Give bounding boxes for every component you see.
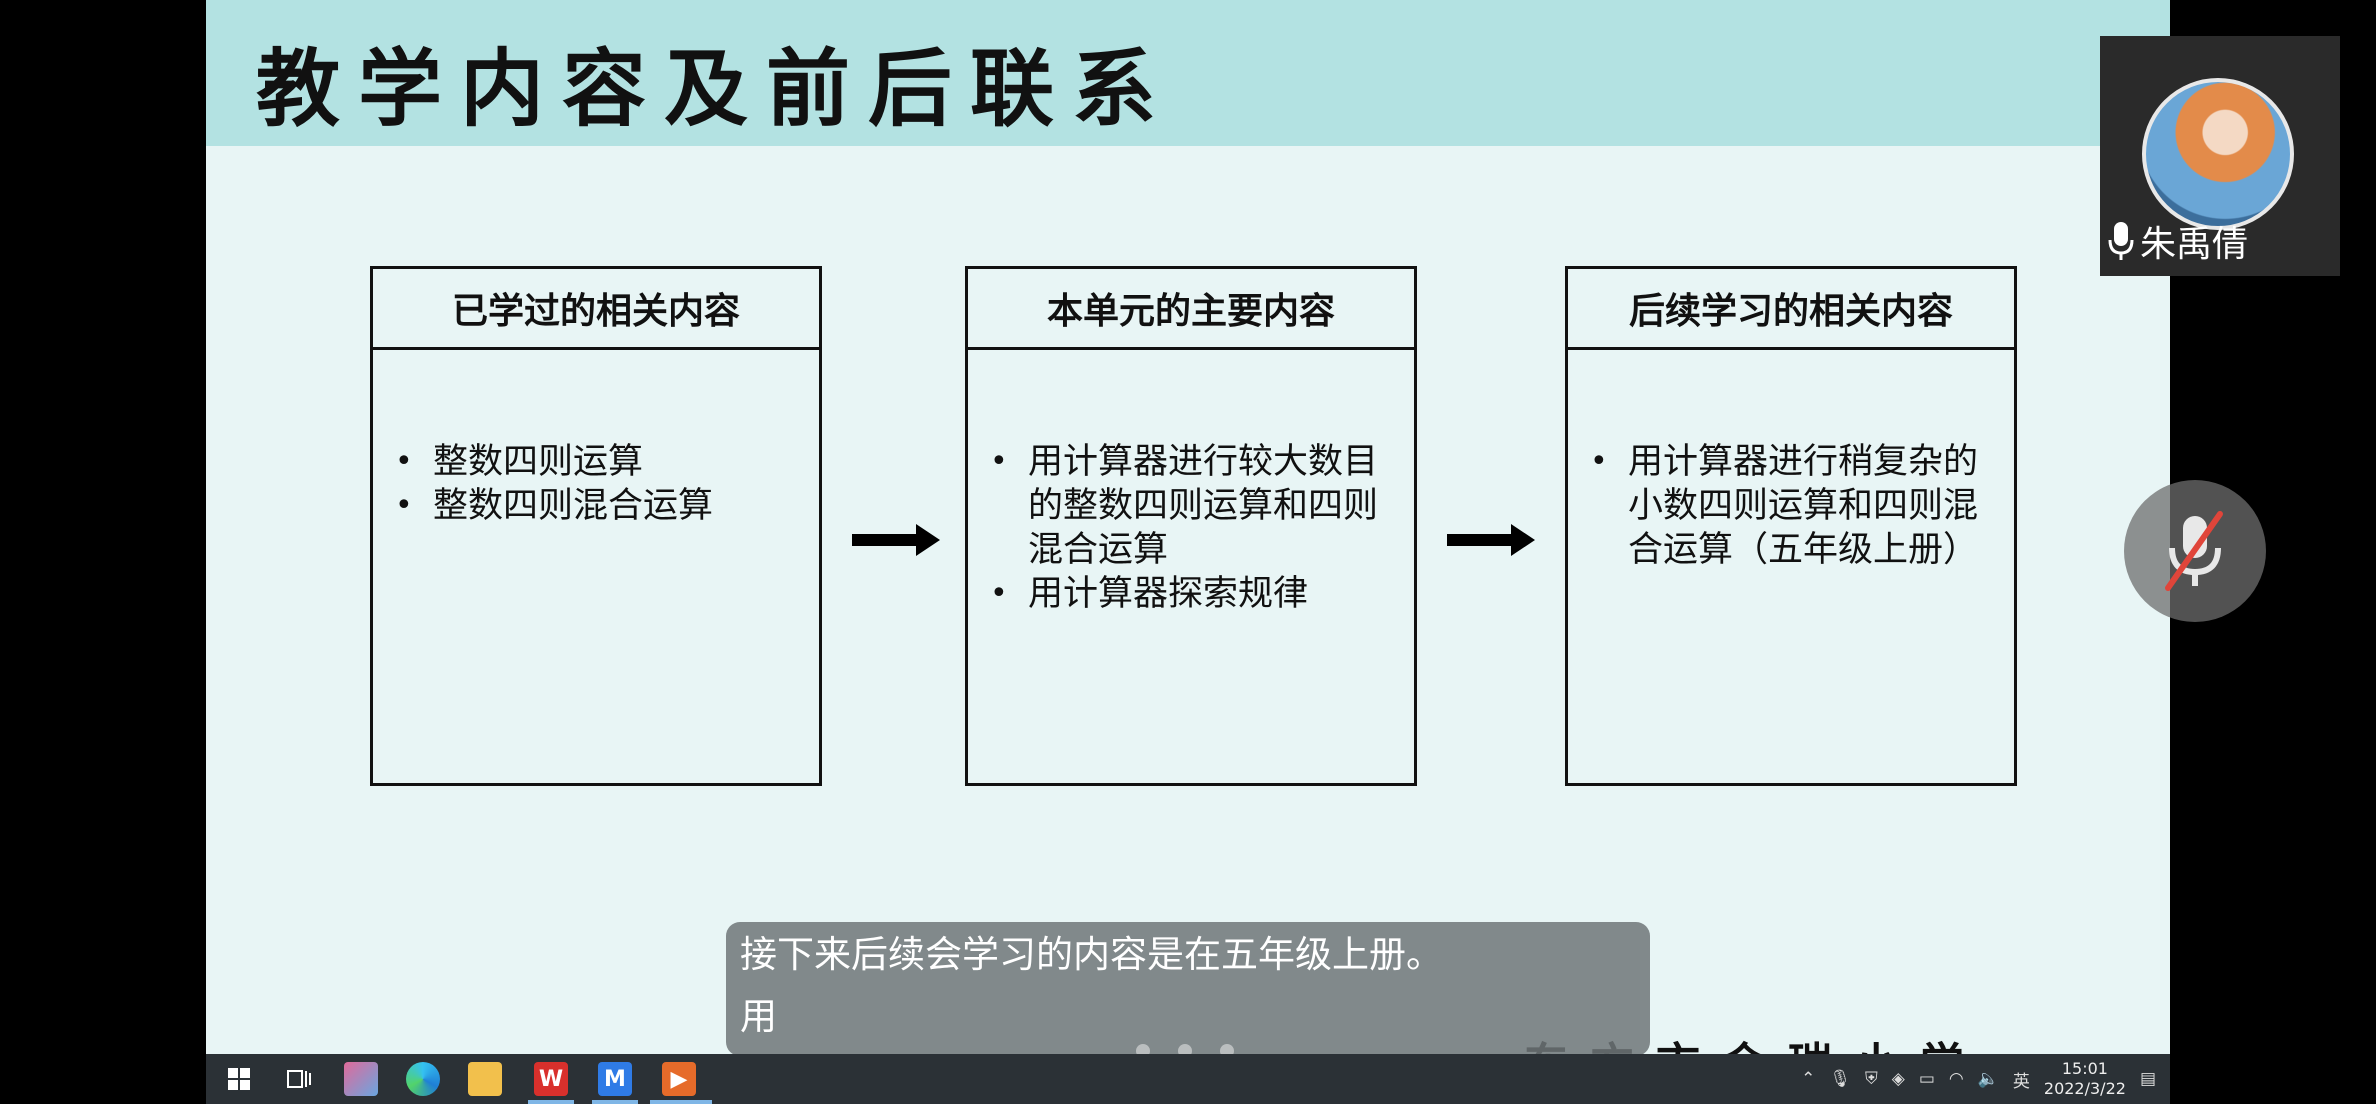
security-icon[interactable]: ⛨ bbox=[1864, 1069, 1878, 1089]
microphone-muted-icon bbox=[2165, 511, 2223, 591]
list-item: 用计算器进行稍复杂的小数四则运算和四则混合运算（五年级上册） bbox=[1588, 440, 2000, 572]
list-item: 整数四则混合运算 bbox=[393, 484, 805, 528]
clock-time: 15:01 bbox=[2061, 1059, 2108, 1078]
edge-icon[interactable] bbox=[406, 1062, 440, 1096]
volume-icon[interactable]: 🔈 bbox=[1977, 1069, 1999, 1089]
box-current-unit: 本单元的主要内容 用计算器进行较大数目的整数四则运算和四则混合运算 用计算器探索… bbox=[965, 266, 1417, 786]
microphone-icon bbox=[2108, 222, 2134, 260]
microphone-icon[interactable]: 🎙 bbox=[1829, 1069, 1851, 1089]
tencent-meeting-icon[interactable]: M bbox=[598, 1062, 632, 1096]
caption-line: 接下来后续会学习的内容是在五年级上册。 bbox=[740, 933, 1443, 976]
task-view-icon[interactable] bbox=[282, 1062, 316, 1096]
active-indicator bbox=[528, 1100, 574, 1104]
paint-icon[interactable] bbox=[344, 1062, 378, 1096]
box-list: 整数四则运算 整数四则混合运算 bbox=[373, 440, 819, 528]
clock-date: 2022/3/22 bbox=[2043, 1079, 2126, 1098]
box-learned: 已学过的相关内容 整数四则运算 整数四则混合运算 bbox=[370, 266, 822, 786]
list-item: 用计算器探索规律 bbox=[988, 572, 1400, 616]
arrow-right-icon bbox=[1447, 524, 1535, 556]
box-future: 后续学习的相关内容 用计算器进行稍复杂的小数四则运算和四则混合运算（五年级上册） bbox=[1565, 266, 2017, 786]
notification-icon[interactable]: ▤ bbox=[2139, 1069, 2156, 1089]
wps-icon[interactable]: W bbox=[534, 1062, 568, 1096]
list-item: 整数四则运算 bbox=[393, 440, 805, 484]
file-explorer-icon[interactable] bbox=[468, 1062, 502, 1096]
caption-line: 用 bbox=[740, 995, 777, 1038]
ime-indicator[interactable]: 英 bbox=[2012, 1071, 2030, 1092]
participant-tile[interactable]: 朱禹倩 bbox=[2100, 36, 2340, 276]
slide: 教学内容及前后联系 已学过的相关内容 整数四则运算 整数四则混合运算 本单元的主… bbox=[206, 0, 2170, 1054]
mute-button[interactable] bbox=[2124, 480, 2266, 622]
shield-icon[interactable]: ◈ bbox=[1891, 1069, 1905, 1089]
start-icon[interactable] bbox=[222, 1062, 256, 1096]
wifi-icon[interactable]: ◠ bbox=[1948, 1069, 1964, 1089]
box-header: 已学过的相关内容 bbox=[373, 269, 819, 350]
box-list: 用计算器进行较大数目的整数四则运算和四则混合运算 用计算器探索规律 bbox=[968, 440, 1414, 616]
box-list: 用计算器进行稍复杂的小数四则运算和四则混合运算（五年级上册） bbox=[1568, 440, 2014, 572]
avatar bbox=[2142, 78, 2294, 230]
list-item: 用计算器进行较大数目的整数四则运算和四则混合运算 bbox=[988, 440, 1400, 572]
title-bar: 教学内容及前后联系 bbox=[206, 0, 2170, 146]
arrow-right-icon bbox=[852, 524, 940, 556]
active-indicator bbox=[592, 1100, 638, 1104]
participant-name: 朱禹倩 bbox=[2140, 224, 2249, 265]
chevron-up-icon[interactable]: ⌃ bbox=[1801, 1069, 1816, 1089]
clock[interactable]: 15:01 2022/3/22 bbox=[2044, 1059, 2126, 1099]
system-tray: ⌃ 🎙 ⛨ ◈ ▭ ◠ 🔈 英 15:01 2022/3/22 ▤ bbox=[1801, 1054, 2156, 1104]
box-header: 本单元的主要内容 bbox=[968, 269, 1414, 350]
live-caption: 接下来后续会学习的内容是在五年级上册。 用 bbox=[726, 922, 1650, 1056]
powerpoint-icon[interactable]: ▶ bbox=[662, 1062, 696, 1096]
participant-label: 朱禹倩 bbox=[2108, 216, 2248, 266]
box-header: 后续学习的相关内容 bbox=[1568, 269, 2014, 350]
battery-icon[interactable]: ▭ bbox=[1918, 1069, 1935, 1089]
slide-title: 教学内容及前后联系 bbox=[256, 39, 1175, 138]
taskbar: W M ▶ ⌃ 🎙 ⛨ ◈ ▭ ◠ 🔈 英 15:01 2022/3/22 ▤ bbox=[206, 1054, 2170, 1104]
active-indicator bbox=[650, 1100, 712, 1104]
